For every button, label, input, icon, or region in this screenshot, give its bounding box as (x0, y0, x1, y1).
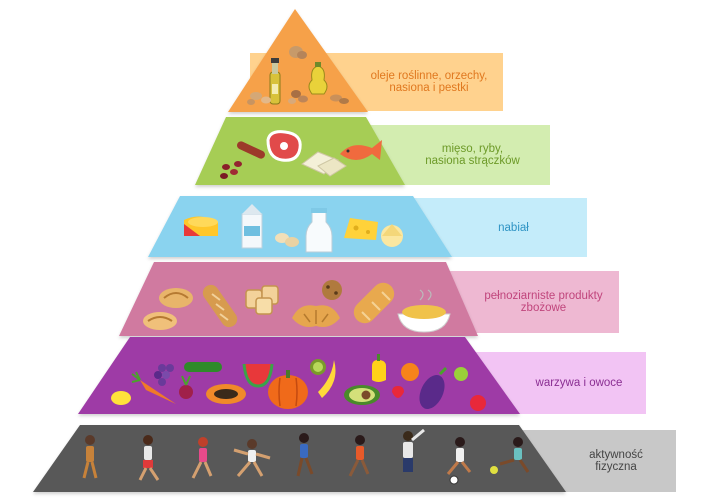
orange-icon (401, 363, 419, 381)
label-produce: warzywa i owoce (512, 352, 646, 414)
cucumber-icon (184, 362, 222, 372)
grains-icons (143, 280, 451, 333)
apple-icon (454, 367, 468, 381)
cheese-wheel-icon (184, 216, 218, 236)
pasta-bowl-icon (397, 289, 451, 333)
carrot-icon (131, 371, 176, 404)
almond-icon (330, 94, 349, 104)
eggplant-icon (419, 366, 448, 409)
baguette-icon (202, 284, 238, 328)
cinnamon-roll-icon (143, 288, 193, 330)
athlete-icon (296, 433, 314, 477)
pepper-icon (372, 354, 386, 382)
milk-carton-icon (241, 204, 263, 249)
activity-icons (82, 428, 530, 485)
strawberry-icon (392, 386, 404, 398)
fish-icon (340, 140, 382, 160)
tomato-icon (470, 395, 486, 411)
label-dairy-text: nabiał (498, 221, 529, 234)
pumpkin-icon (268, 370, 308, 409)
athlete-icon (446, 437, 472, 485)
cookie-icon (322, 280, 342, 300)
athlete-icon (138, 435, 160, 481)
walnut-icon (289, 46, 307, 59)
milk-bottle-icon (305, 208, 333, 253)
produce-icons (111, 354, 486, 411)
banana-icon (318, 360, 336, 398)
papaya-icon (206, 384, 246, 404)
steak-icon (266, 130, 302, 162)
pyramid-tiers (33, 9, 566, 492)
label-protein: mięso, ryby, nasiona strączków (395, 125, 550, 185)
label-fats-text: oleje roślinne, orzechy, nasiona i pestk… (370, 70, 488, 94)
eggs-icon (275, 233, 299, 247)
olive-oil-bottle-icon (269, 58, 281, 105)
grapes-icon (154, 364, 174, 386)
fats-icons (247, 46, 349, 105)
athlete-icon (233, 439, 271, 477)
tier-grains (119, 262, 478, 336)
label-activity: aktywność fizyczna (556, 430, 676, 492)
athlete-icon (82, 435, 98, 479)
avocado-icon (344, 385, 380, 405)
label-grains: pełnoziarniste produkty zbożowe (468, 271, 619, 333)
label-produce-text: warzywa i owoce (535, 377, 623, 389)
seeds-icon (288, 90, 308, 104)
tofu-icon (301, 151, 347, 177)
athlete-icon (191, 437, 213, 479)
watermelon-icon (242, 363, 274, 388)
label-grains-text: pełnoziarniste produkty zbożowe (484, 290, 603, 314)
athlete-icon (490, 437, 530, 474)
kiwi-icon (310, 359, 326, 375)
beet-icon (179, 375, 193, 399)
protein-icons (220, 130, 382, 179)
tier-activity (33, 425, 566, 492)
dairy-icons (184, 204, 403, 253)
athlete-icon (403, 428, 425, 472)
label-dairy: nabiał (440, 198, 587, 257)
sausage-icon (237, 141, 265, 159)
tier-fats (228, 9, 368, 112)
athlete-icon (348, 435, 370, 477)
beans-icon (220, 161, 242, 179)
label-fats: oleje roślinne, orzechy, nasiona i pestk… (355, 53, 503, 111)
label-activity-text: aktywność fizyczna (589, 449, 643, 473)
croissant-icon (292, 305, 340, 327)
bread-loaf-icon (353, 282, 395, 324)
cheese-icon (344, 218, 378, 240)
nuts-icon (247, 92, 271, 105)
round-cheese-icon (381, 224, 403, 247)
oil-jug-icon (308, 62, 328, 95)
toast-icon (245, 285, 279, 315)
tier-dairy (148, 196, 452, 257)
label-protein-text: mięso, ryby, nasiona strączków (425, 143, 520, 167)
lemon-icon (111, 391, 131, 405)
